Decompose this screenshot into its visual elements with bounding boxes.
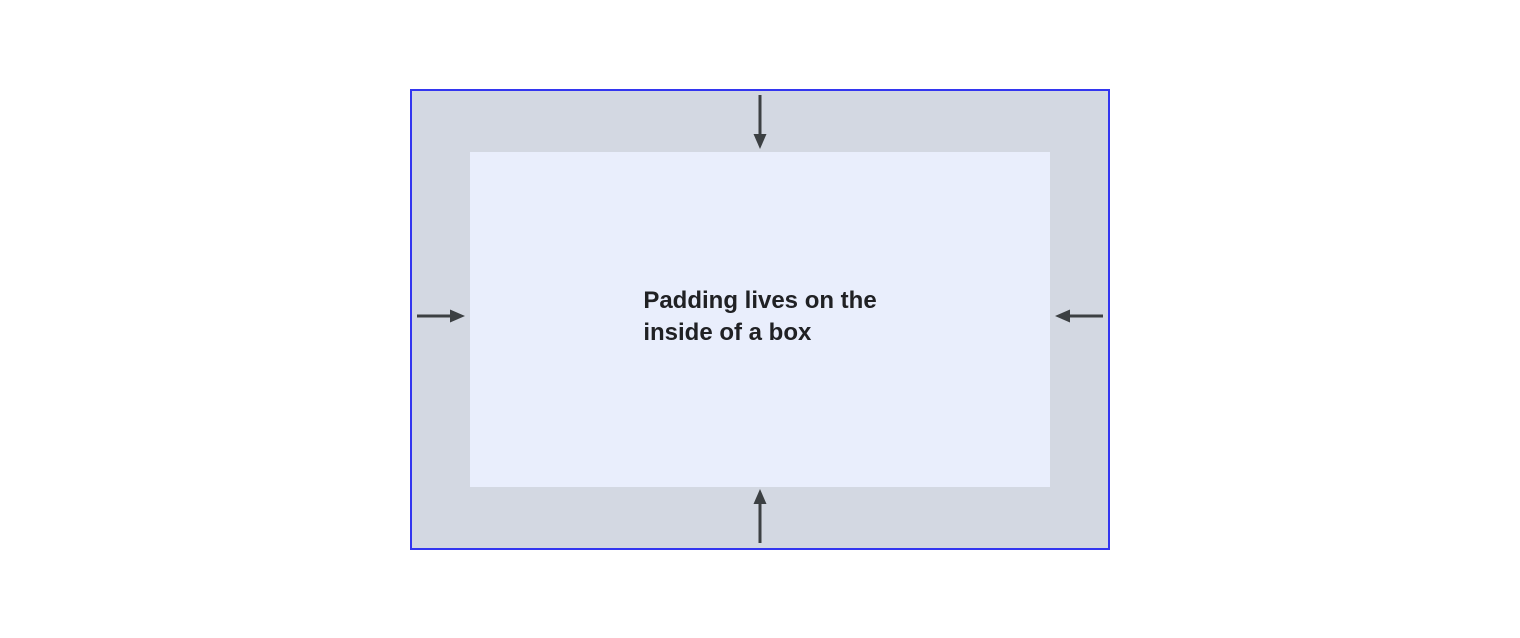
padding-caption-line-2: inside of a box [643,318,812,346]
arrow-left-icon [1055,309,1103,323]
content-box: Padding lives on the inside of a box [470,152,1050,487]
padding-caption-line-1: Padding lives on the [643,286,877,314]
arrow-down-icon [753,95,767,149]
arrow-right-icon [417,309,465,323]
padding-area-box: Padding lives on the inside of a box [410,89,1110,550]
padding-caption: Padding lives on the inside of a box [643,285,876,349]
arrow-up-icon [753,489,767,543]
